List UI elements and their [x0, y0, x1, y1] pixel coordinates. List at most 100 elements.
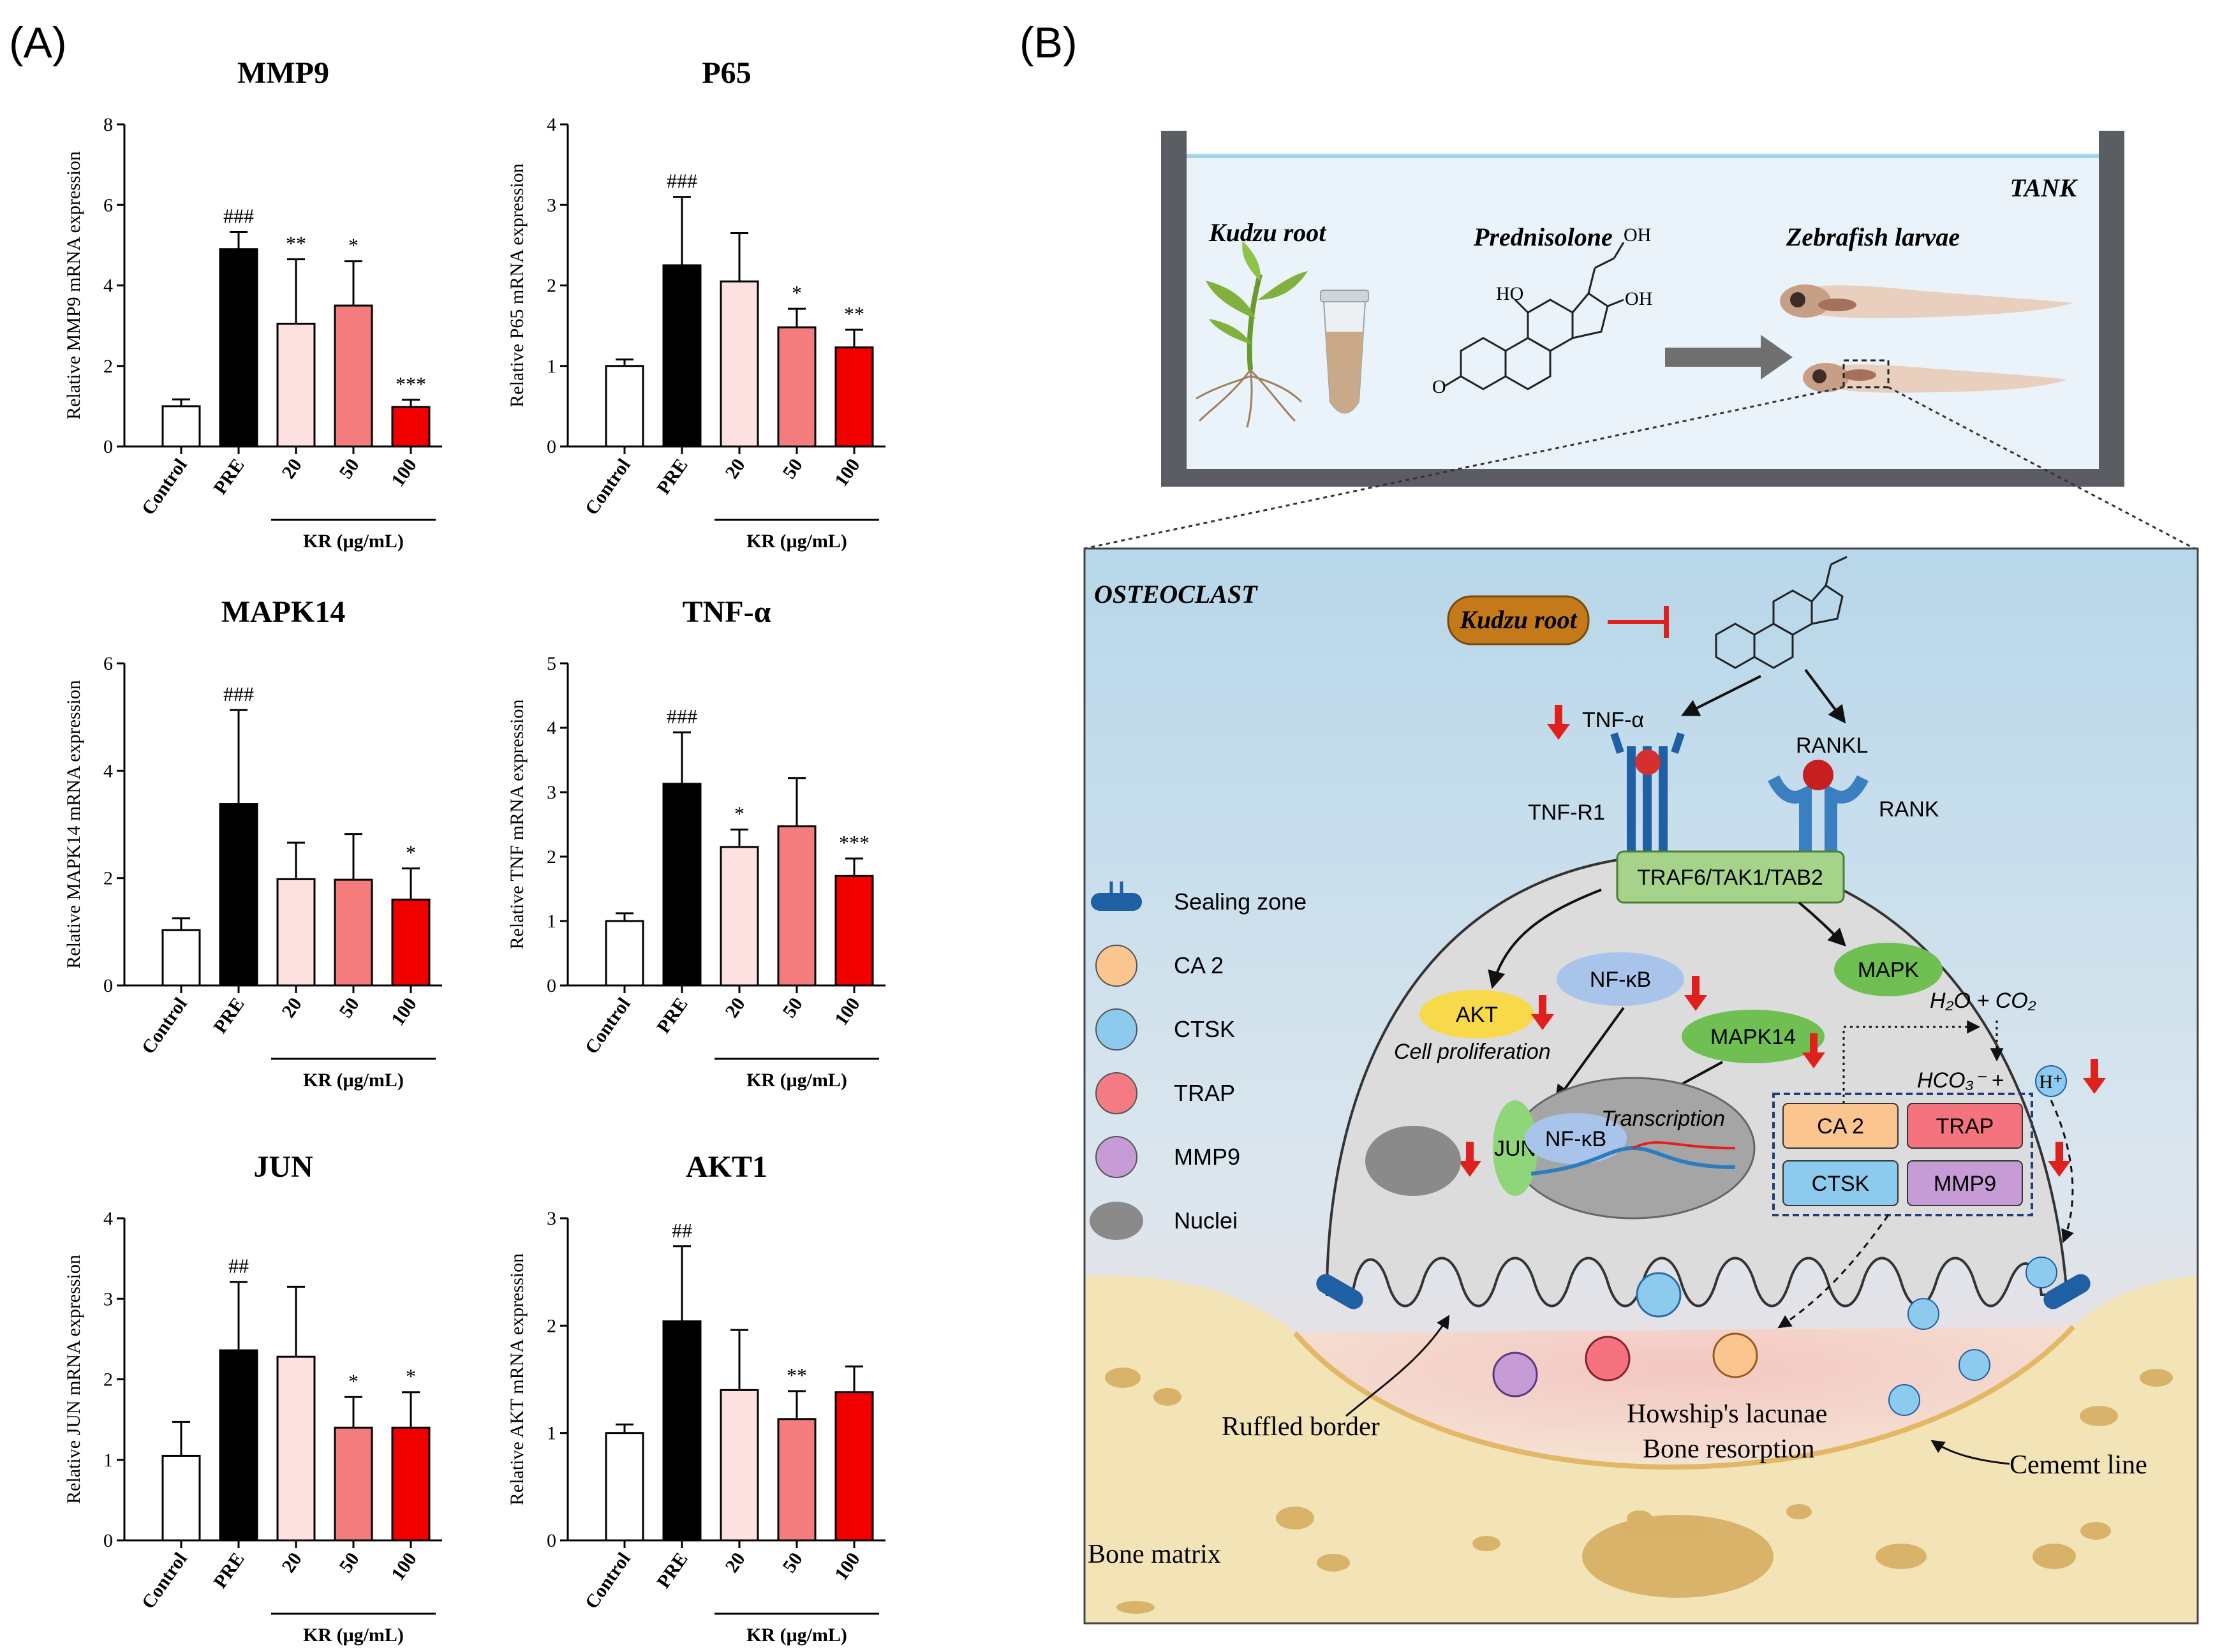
- nucleus-icon: [1090, 1202, 1143, 1240]
- circle-icon: [1095, 945, 1137, 987]
- y-tick-label: 6: [103, 653, 113, 674]
- panel-a-label: (A): [9, 18, 67, 67]
- bar-50: [334, 1426, 373, 1542]
- y-tick-label: 3: [547, 1208, 556, 1229]
- y-tick-label: 4: [547, 114, 556, 135]
- x-tick-label: 100: [387, 1549, 421, 1584]
- y-tick-label: 2: [547, 1315, 556, 1336]
- x-tick-label: 100: [387, 994, 421, 1029]
- transcription-label: Transcription: [1601, 1107, 1725, 1131]
- tank-left-wall: [1161, 131, 1187, 475]
- bar-50: [777, 825, 817, 987]
- y-tick-label: 1: [547, 911, 556, 932]
- significance-label: ###: [223, 205, 254, 228]
- h-plus-label: H⁺: [2039, 1072, 2063, 1093]
- mapk14-node: [1682, 1010, 1825, 1063]
- treatment-arrow-icon: [1665, 335, 1793, 380]
- h-plus-ion: [2035, 1065, 2067, 1097]
- x-tick-label: Control: [138, 1549, 191, 1612]
- x-tick-label: PRE: [209, 455, 248, 498]
- y-tick-label: 2: [103, 356, 113, 377]
- y-axis-label: Relative P65 mRNA expression: [507, 163, 528, 407]
- y-tick-label: 4: [547, 718, 556, 739]
- zoom-line-left: [1084, 386, 1844, 550]
- y-tick-label: 3: [547, 195, 556, 216]
- ruffled-border-label: Ruffled border: [1222, 1412, 1380, 1442]
- h2o-co2-label: H₂O + CO₂: [1930, 989, 2036, 1013]
- x-tick-label: Control: [581, 1549, 635, 1612]
- ctsk-box: [1782, 1160, 1899, 1206]
- x-tick-label: 20: [721, 994, 749, 1022]
- jun-node: [1493, 1100, 1537, 1196]
- group-label: KR (μg/mL): [746, 1625, 847, 1646]
- bar-100: [834, 1391, 874, 1542]
- y-tick-label: 0: [103, 436, 113, 457]
- bone-texture: [1105, 1368, 2173, 1614]
- bone-resorption-label: Bone resorption: [1643, 1434, 1814, 1464]
- group-label: KR (μg/mL): [746, 1070, 847, 1091]
- y-tick-label: 6: [103, 195, 113, 216]
- legend-item: CA 2: [1095, 945, 1224, 987]
- significance-label: *: [406, 841, 416, 864]
- circle-icon: [1095, 1136, 1137, 1178]
- bar-100: [391, 1426, 431, 1542]
- significance-label: ##: [672, 1219, 692, 1242]
- bar-PRE: [662, 783, 702, 987]
- zebrafish-larva-icon: [1803, 363, 2067, 393]
- y-tick-label: 0: [547, 1530, 556, 1551]
- x-tick-label: PRE: [653, 1549, 692, 1592]
- bone-matrix: [1086, 1275, 2196, 1622]
- traf-box: [1616, 850, 1845, 904]
- bone-matrix-label: Bone matrix: [1088, 1540, 1221, 1569]
- x-tick-label: 50: [778, 1549, 806, 1577]
- hco3-label: HCO₃⁻ +: [1917, 1068, 2004, 1093]
- bar-Control: [161, 1454, 201, 1542]
- sealing-zone-right: [2043, 1274, 2091, 1309]
- x-tick-label: 20: [721, 1549, 749, 1577]
- x-tick-label: 100: [831, 994, 864, 1029]
- mmp9-box: [1907, 1160, 2023, 1206]
- tank-floor: [1161, 469, 2124, 487]
- y-tick-label: 0: [103, 975, 113, 996]
- prednisolone-label: Prednisolone: [1473, 223, 1613, 251]
- y-tick-label: 4: [103, 276, 113, 297]
- downregulation-arrows: [1458, 705, 2106, 1177]
- y-tick-label: 4: [103, 1208, 113, 1229]
- y-tick-label: 2: [103, 868, 113, 889]
- y-tick-label: 5: [547, 653, 556, 674]
- x-tick-label: 100: [831, 1549, 864, 1584]
- bar-20: [720, 280, 759, 448]
- bar-100: [834, 874, 874, 987]
- y-tick-label: 4: [103, 760, 113, 781]
- x-tick-label: 50: [335, 994, 363, 1022]
- legend-label: CA 2: [1174, 952, 1224, 978]
- significance-label: *: [792, 281, 802, 304]
- circle-icon: [1095, 1072, 1137, 1114]
- y-tick-label: 8: [103, 114, 113, 135]
- mapk-label: MAPK: [1858, 958, 1920, 982]
- y-tick-label: 3: [547, 782, 556, 803]
- zebrafish-label: Zebrafish larvae: [1786, 223, 1960, 251]
- group-label: KR (μg/mL): [746, 531, 847, 552]
- y-axis-label: Relative TNF mRNA expression: [507, 700, 528, 950]
- legend-label: Sealing zone: [1174, 889, 1307, 915]
- y-tick-label: 2: [547, 276, 556, 297]
- significance-label: ###: [223, 682, 254, 705]
- bar-20: [276, 1355, 316, 1542]
- y-tick-label: 3: [103, 1288, 113, 1309]
- y-tick-label: 1: [103, 1450, 113, 1471]
- x-tick-label: Control: [581, 994, 635, 1058]
- kudzu-root-label: Kudzu root: [1208, 218, 1327, 247]
- bar-Control: [605, 920, 644, 987]
- mol-ho: HO: [1496, 283, 1523, 304]
- ctsk-label: CTSK: [1812, 1172, 1870, 1196]
- bar-50: [334, 878, 373, 987]
- group-label: KR (μg/mL): [303, 1625, 404, 1646]
- chart-title: AKT1: [686, 1150, 767, 1184]
- ca2-box: [1782, 1103, 1899, 1149]
